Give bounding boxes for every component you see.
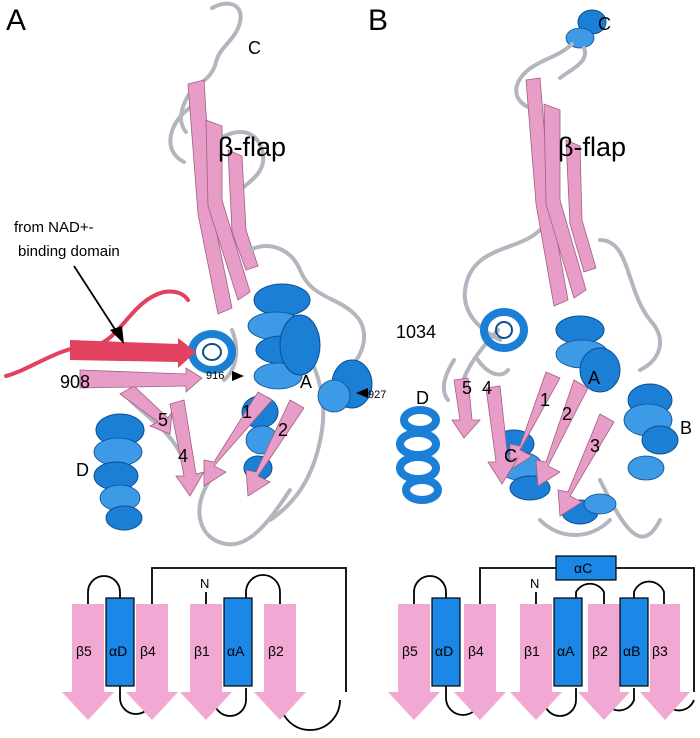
panel-b-strand-4-label: 4 — [482, 378, 492, 398]
topology-a-beta2 — [254, 604, 306, 720]
panel-b-beta-flap-label: β-flap — [558, 132, 626, 162]
panel-a-c-terminus-label: C — [248, 38, 261, 58]
topology-b-beta2-label: β2 — [592, 643, 608, 659]
residue-916-label: 916 — [206, 370, 224, 382]
topology-b-beta3 — [640, 604, 690, 720]
topology-b: αC N β5 αD β4 β1 αA β2 αB β3 — [388, 555, 695, 720]
topology-a-beta2-label: β2 — [268, 643, 284, 659]
topology-a-alphaD — [105, 597, 135, 687]
topology-b-alphaD-label: αD — [435, 643, 453, 659]
panel-b-strand-4 — [485, 385, 519, 485]
panel-a-helix-927 — [317, 359, 373, 413]
panel-b-strand-1 — [509, 371, 561, 471]
residue-916-marker — [232, 371, 244, 381]
panel-b-helix-b — [623, 383, 679, 481]
topology-b-alphaC — [555, 555, 617, 581]
panel-b-c-terminal-coil — [514, 42, 588, 110]
topology-a-alphaA — [223, 597, 253, 687]
topology-a-beta5-label: β5 — [76, 643, 92, 659]
panel-b-helix-c-label: C — [504, 446, 517, 466]
topology-a-beta4 — [126, 604, 178, 720]
topology-b-beta5 — [388, 604, 440, 720]
topology-a-n-label: N — [200, 576, 209, 591]
panel-b-strand-3 — [557, 413, 615, 517]
topology-a-beta1-label: β1 — [194, 643, 210, 659]
panel-b-strand-3-label: 3 — [590, 436, 600, 456]
panel-a-flap-loop — [168, 102, 266, 192]
residue-1034-label: 1034 — [396, 322, 436, 342]
panel-a-helix-a-label: A — [300, 372, 312, 392]
panel-b-loop-right — [538, 238, 662, 539]
panel-b-helix-top — [480, 308, 528, 352]
panel-a-structure — [4, 1, 373, 547]
topology-b-n-label: N — [530, 576, 539, 591]
panel-b-strand-1-label: 1 — [540, 390, 550, 410]
topology-b-beta3-label: β3 — [652, 643, 668, 659]
panel-a-nad-strand — [70, 338, 196, 368]
panel-b-strand-2 — [535, 379, 589, 487]
topology-a-beta1 — [180, 604, 232, 720]
topology-a-beta4-label: β4 — [140, 643, 156, 659]
topology-b-alphaA-label: αA — [557, 643, 575, 659]
topology-b-alphaB — [619, 597, 649, 687]
topology-b-beta5-label: β5 — [402, 643, 418, 659]
panel-a-helix-small — [188, 330, 236, 374]
residue-927-marker — [356, 388, 368, 398]
topology-b-beta1 — [510, 604, 562, 720]
panel-b-strand-5 — [451, 377, 481, 439]
nad-annotation-line-2: binding domain — [18, 243, 120, 260]
panel-b-structure — [396, 9, 679, 539]
panel-a-helix-d — [93, 413, 145, 531]
panel-a-strand-5 — [119, 385, 173, 435]
topology-b-alphaC-label: αC — [574, 560, 592, 576]
panel-b-label: B — [368, 4, 388, 37]
topology-b-beta4 — [454, 604, 506, 720]
panel-a-flap-strand-3 — [227, 149, 259, 271]
nad-annotation-arrow — [73, 265, 124, 344]
panel-a-strand-4 — [169, 399, 205, 497]
topology-b-beta4-label: β4 — [468, 643, 484, 659]
topology-a-beta5 — [62, 604, 114, 720]
panel-a-c-terminal-coil — [179, 1, 243, 134]
topology-b-beta2 — [578, 604, 630, 720]
panel-b-c-terminus-label: C — [598, 14, 611, 34]
panel-a-label: A — [6, 4, 26, 37]
panel-a-helix-d-label: D — [76, 460, 89, 480]
topology-a-alphaA-label: αA — [227, 643, 245, 659]
panel-a-strand-1-label: 1 — [242, 402, 252, 422]
panel-b-helix-a-label: A — [588, 368, 600, 388]
panel-a-helix-a — [247, 283, 321, 390]
panel-b-inner-coil — [441, 358, 510, 402]
panel-a-body-coil — [128, 244, 366, 547]
panel-b-flap-strand-2 — [543, 103, 587, 299]
topology-a: N β5 αD β4 β1 αA β2 — [62, 567, 347, 731]
topology-a-alphaD-label: αD — [109, 643, 127, 659]
nad-annotation-line-1: from NAD+- — [14, 219, 94, 236]
panel-a-beta-flap-label: β-flap — [218, 132, 286, 162]
topology-b-alphaA — [553, 597, 583, 687]
panel-a-strand-4-label: 4 — [178, 446, 188, 466]
panel-a-strand-2 — [245, 399, 305, 497]
panel-a-strand-5-label: 5 — [158, 410, 168, 430]
topology-a-connectors — [87, 567, 347, 731]
panel-a-strand-1 — [203, 391, 273, 487]
panel-b-helix-b-label: B — [680, 418, 692, 438]
residue-927-label: 927 — [368, 389, 386, 401]
panel-b-helix-d — [396, 406, 442, 504]
panel-a-nad-coil — [4, 289, 190, 378]
panel-a-908-strand — [79, 367, 203, 393]
panel-a-flap-strand-2 — [205, 119, 251, 301]
topology-b-alphaD — [431, 597, 461, 687]
topology-b-alphaB-label: αB — [623, 643, 640, 659]
panel-b-strand-2-label: 2 — [562, 404, 572, 424]
panel-b-helix-d-label: D — [416, 388, 429, 408]
panel-b-flap-strand-3 — [565, 139, 597, 273]
residue-908-label: 908 — [60, 372, 90, 392]
panel-b-helix-a — [555, 315, 621, 393]
topology-b-connectors — [413, 567, 695, 717]
panel-a-strand-2-label: 2 — [278, 420, 288, 440]
topology-b-beta1-label: β1 — [524, 643, 540, 659]
panel-b-strand-5-label: 5 — [462, 378, 472, 398]
